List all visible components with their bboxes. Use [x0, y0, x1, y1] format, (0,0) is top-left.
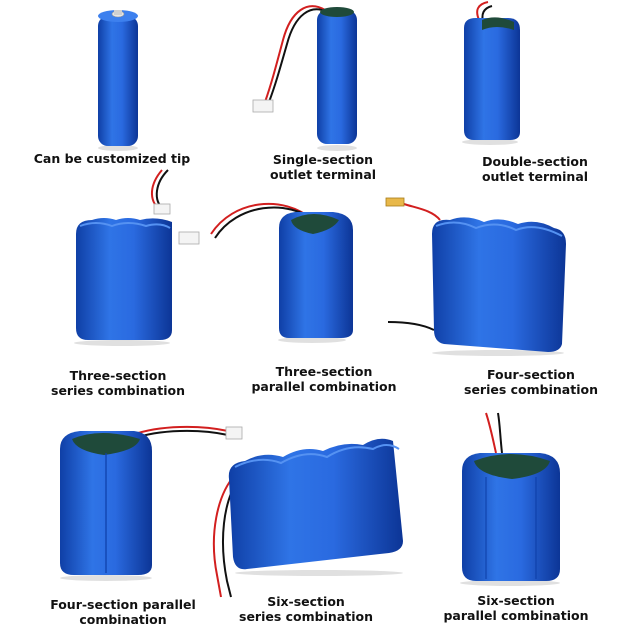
six-cell-parallel-pack-icon — [460, 412, 560, 586]
battery-item-5: Three-section parallel combination — [178, 190, 426, 405]
single-cell-battery-icon — [98, 10, 138, 151]
caption-3: Double-section outlet terminal — [426, 154, 640, 184]
caption-5-line-2: parallel combination — [251, 379, 397, 394]
caption-9-line-1: Six-section — [477, 593, 555, 608]
battery-item-2: Single-section outlet terminal — [213, 0, 426, 190]
caption-2: Single-section outlet terminal — [213, 152, 433, 182]
six-cell-series-pack-icon — [212, 438, 403, 598]
battery-item-8: Six-section series combination — [212, 405, 426, 640]
caption-4-line-1: Three-section — [69, 368, 167, 383]
battery-item-1: Can be customized tip — [0, 0, 213, 190]
caption-7-line-1: Four-section parallel — [50, 597, 196, 612]
caption-5-line-1: Three-section — [275, 364, 373, 379]
battery-item-6: Four-section series combination — [385, 190, 640, 405]
battery-item-4: Three-section series combination — [0, 169, 213, 405]
caption-4-line-2: series combination — [51, 383, 185, 398]
caption-6: Four-section series combination — [426, 367, 636, 397]
caption-6-line-1: Four-section — [487, 367, 575, 382]
caption-7: Four-section parallel combination — [0, 597, 246, 627]
four-cell-series-pack-icon — [385, 197, 566, 356]
caption-3-line-2: outlet terminal — [481, 169, 589, 184]
single-cell-battery-with-lead-icon — [252, 5, 357, 151]
caption-1: Can be customized tip — [0, 151, 224, 166]
four-cell-parallel-pack-icon — [60, 425, 243, 581]
caption-9-line-2: parallel combination — [443, 608, 589, 623]
caption-6-line-2: series combination — [464, 382, 598, 397]
battery-item-7: Four-section parallel combination — [0, 405, 243, 640]
caption-2-line-1: Single-section — [272, 152, 374, 167]
battery-item-9: Six-section parallel combination — [426, 405, 640, 640]
caption-8: Six-section series combination — [213, 594, 399, 624]
caption-8-line-1: Six-section — [267, 594, 345, 609]
caption-5: Three-section parallel combination — [213, 364, 435, 394]
two-cell-pack-icon — [462, 1, 520, 145]
caption-4: Three-section series combination — [0, 368, 236, 398]
caption-7-line-2: combination — [79, 612, 167, 627]
caption-9: Six-section parallel combination — [426, 593, 606, 623]
caption-2-line-2: outlet terminal — [269, 167, 377, 182]
caption-8-line-2: series combination — [239, 609, 373, 624]
caption-1-line-1: Can be customized tip — [33, 151, 191, 166]
three-cell-series-pack-icon — [74, 169, 172, 346]
battery-item-3: Double-section outlet terminal — [426, 0, 640, 190]
caption-3-line-1: Double-section — [482, 154, 588, 169]
three-cell-parallel-pack-icon — [178, 202, 353, 343]
